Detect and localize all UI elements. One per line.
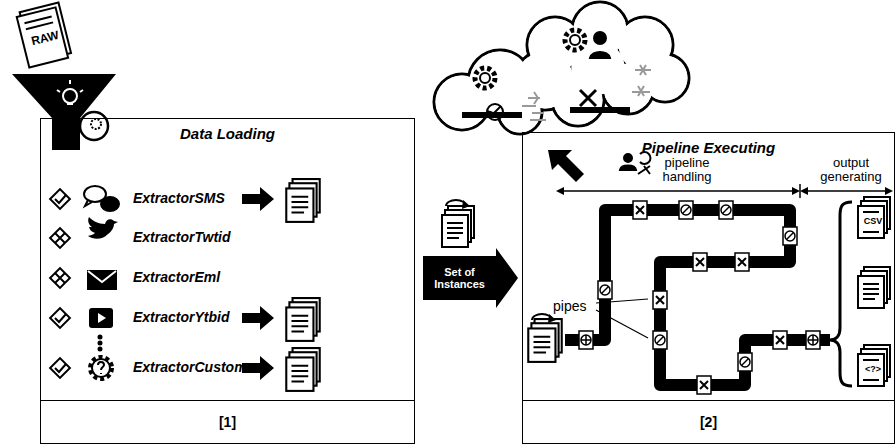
phase-ruler	[556, 184, 893, 198]
pipes-label: pipes	[553, 298, 586, 314]
edge-label: Set of Instances	[425, 266, 494, 290]
format-tag: <?>	[860, 364, 886, 374]
flow-arrow	[423, 248, 518, 308]
panel-title: Pipeline Executing	[523, 133, 894, 156]
cloud-arrow	[548, 150, 584, 182]
extractor-name: ExtractorTwtid	[133, 229, 231, 245]
cloud	[434, 2, 689, 134]
format-tag: CSV	[860, 216, 886, 226]
raw-document	[16, 3, 72, 68]
panel-number: [1]	[41, 400, 414, 443]
phase-label: pipeline handling	[656, 156, 718, 184]
extractor-name: ExtractorCustom	[133, 359, 247, 375]
extractor-icons	[50, 186, 119, 379]
panel-box: Data Loading [1]	[40, 118, 415, 444]
instance-document	[442, 200, 474, 247]
extractor-name: ExtractorSMS	[133, 190, 225, 206]
panel-number: [2]	[523, 400, 894, 443]
document-tag: RAW	[30, 28, 61, 48]
funnel	[12, 74, 116, 150]
extractor-name: ExtractorEml	[133, 269, 220, 285]
pipeline	[528, 197, 890, 394]
phase-label: output generating	[812, 156, 890, 184]
extractor-name: ExtractorYtbid	[133, 309, 229, 325]
panel-title: Data Loading	[41, 119, 414, 142]
